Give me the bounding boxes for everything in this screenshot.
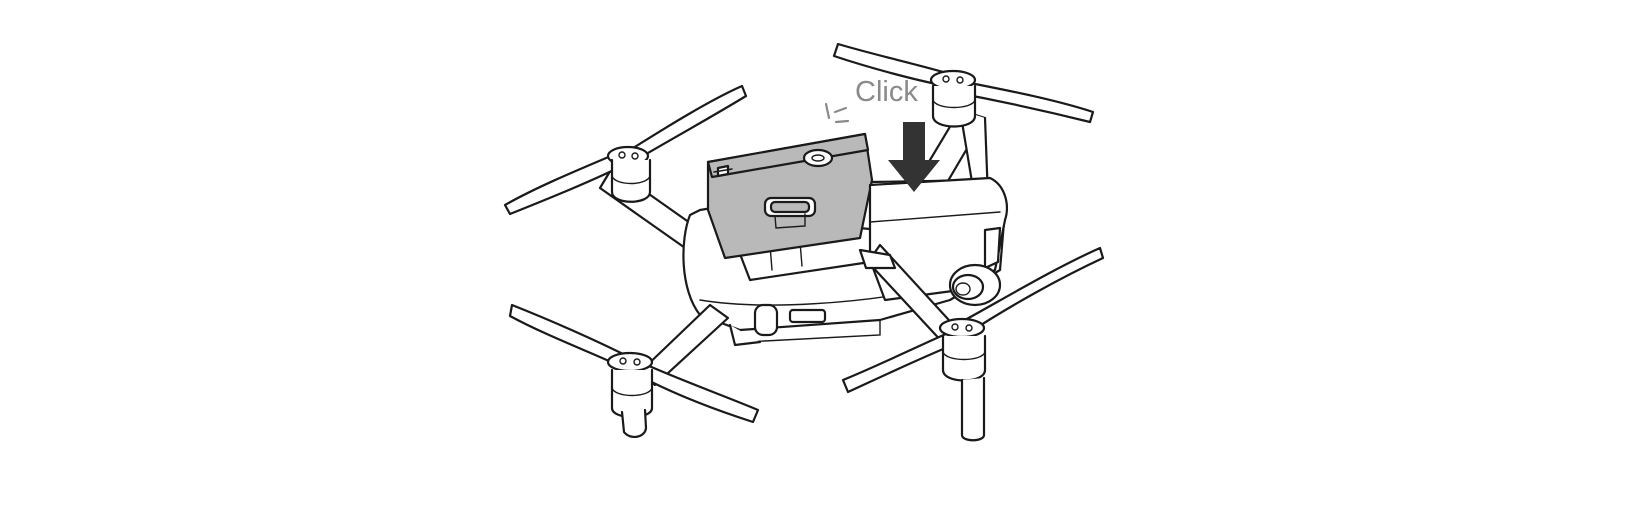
battery-power-button-icon [802, 148, 834, 168]
arrow-down-icon [888, 122, 940, 192]
intelligent-flight-battery [706, 132, 874, 260]
rear-left-propeller [503, 84, 748, 216]
click-label: Click [855, 76, 918, 108]
front-left-arm [638, 303, 730, 387]
click-sound-icon [824, 102, 850, 124]
front-right-propeller [841, 246, 1105, 442]
rear-right-propeller [832, 42, 1095, 128]
gimbal-camera [948, 263, 1002, 307]
battery-logo-icon [713, 164, 733, 178]
front-left-propeller [508, 303, 760, 438]
